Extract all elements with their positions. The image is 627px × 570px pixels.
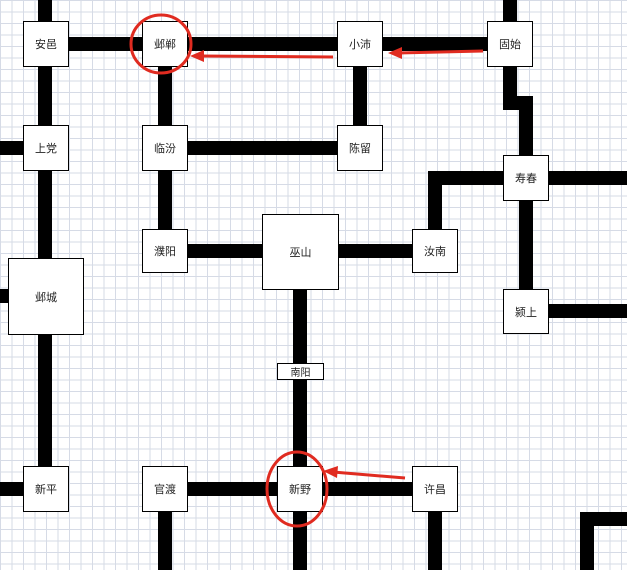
city-anyi[interactable]: 安邑 [23,21,69,67]
city-yingshang[interactable]: 颍上 [503,289,549,334]
city-xiaopei[interactable]: 小沛 [337,21,383,67]
city-label: 上党 [35,142,57,155]
road [293,512,307,570]
road [188,141,338,155]
road [519,199,533,290]
road [353,66,367,127]
city-label: 官渡 [154,483,176,496]
city-runan[interactable]: 汝南 [412,229,458,273]
road [293,379,307,467]
city-label: 陈留 [349,142,371,155]
road [428,512,442,570]
road [188,37,338,51]
road [503,0,517,25]
road [0,141,24,155]
city-label: 南阳 [290,368,311,379]
city-label: 安邑 [35,38,57,51]
city-label: 新野 [289,483,311,496]
city-chenliu[interactable]: 陈留 [337,125,383,171]
city-label: 许昌 [424,483,446,496]
city-label: 邺城 [35,290,57,304]
city-label: 新平 [35,483,57,496]
annotation-arrow-head [190,50,204,62]
road [580,512,594,570]
road [188,482,278,496]
city-shouchun[interactable]: 寿春 [503,155,549,201]
road [38,170,52,260]
city-label: 临汾 [154,142,176,155]
road [383,37,488,51]
road [0,482,24,496]
city-xuchang[interactable]: 许昌 [412,466,458,512]
city-yexian[interactable]: 邺郸 [142,21,188,67]
road [428,171,503,185]
road [323,482,413,496]
city-label: 濮阳 [154,245,176,258]
city-label: 固始 [499,38,521,51]
road [158,512,172,570]
city-guandu[interactable]: 官渡 [142,466,188,512]
annotation-arrow [199,54,334,59]
road [188,244,262,258]
road [519,96,533,157]
annotation-arrow [397,49,484,55]
city-label: 寿春 [515,172,537,185]
city-label: 颍上 [515,305,537,319]
road [548,304,627,318]
road [68,37,142,51]
road [338,244,412,258]
city-xinye[interactable]: 新野 [277,466,323,512]
city-label: 巫山 [289,246,312,259]
road [548,171,627,185]
road [158,66,172,127]
city-puyang[interactable]: 濮阳 [142,229,188,273]
city-label: 邺郸 [154,38,176,51]
city-nanyang[interactable]: 南阳 [277,363,324,380]
road [38,334,52,467]
annotation-arrow [332,470,406,480]
city-label: 汝南 [424,245,446,258]
annotation-arrow-head [323,466,338,478]
road [38,66,52,127]
road [158,170,172,231]
road [293,289,307,364]
city-yecheng[interactable]: 邺城 [8,258,84,335]
road [0,289,8,303]
city-wushan[interactable]: 巫山 [262,214,339,290]
city-label: 小沛 [349,38,371,51]
road [428,171,442,231]
city-shangdang[interactable]: 上党 [23,125,69,171]
road [38,0,52,25]
city-xinping[interactable]: 新平 [23,466,69,512]
city-linfen[interactable]: 临汾 [142,125,188,171]
city-guzhao[interactable]: 固始 [487,21,533,67]
